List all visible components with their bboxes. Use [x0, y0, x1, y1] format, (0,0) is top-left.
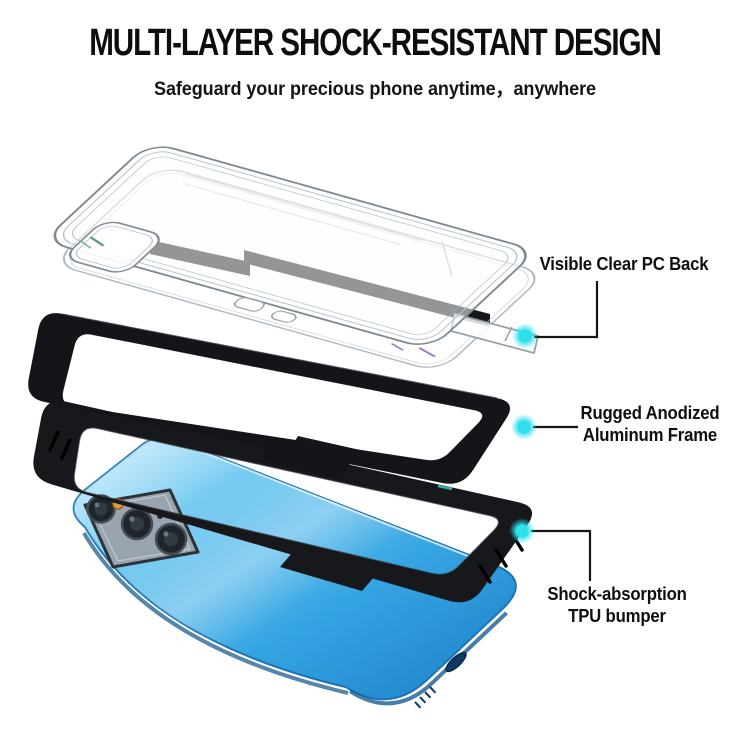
frame-top-highlight: [61, 313, 498, 399]
callout-dot-tpu-bumper: [509, 518, 535, 544]
speaker-slits: [414, 686, 437, 709]
camera-lens: [120, 507, 154, 541]
reflection-highlights: [80, 173, 453, 358]
camera-lens: [86, 494, 116, 524]
callout-label-tpu-bumper: Shock-absorption TPU bumper: [547, 584, 687, 627]
callout-dot-pc-back: [512, 323, 538, 349]
callout-label-pc-back: Visible Clear PC Back: [540, 254, 709, 276]
callout-label-line: Shock-absorption: [547, 584, 687, 604]
phone-bottom-edge-shade: [82, 531, 349, 695]
camera-module-inner-rim: [91, 494, 191, 562]
clear-back-face: [53, 146, 527, 345]
clear-back-rim-1: [62, 151, 518, 340]
frame-teal-glint: [437, 484, 453, 491]
usb-port: [445, 651, 467, 673]
bumper-bottom-step: [280, 553, 374, 591]
camera-lens: [154, 522, 188, 556]
clear-back-wall-notch: [504, 326, 513, 342]
page-title: MULTI-LAYER SHOCK-RESISTANT DESIGN: [89, 22, 662, 64]
camera-module: [83, 488, 200, 569]
callout-label-aluminum-frame: Rugged Anodized Aluminum Frame: [581, 403, 720, 446]
clear-back-rim-2: [72, 156, 509, 335]
camera-cutout: [69, 221, 160, 273]
bumper-ring: [33, 400, 533, 603]
callout-lines: [531, 281, 599, 581]
phone-top-edge-highlight: [179, 442, 497, 568]
callout-line-tpu-bumper: [531, 529, 592, 581]
frame-ring: [28, 313, 510, 484]
callout-dot-aluminum-frame: [511, 414, 537, 440]
callout-label-line: Rugged Anodized: [580, 403, 720, 423]
clear-pc-back-layer: [53, 146, 527, 358]
bumper-inner-highlight: [73, 427, 500, 575]
phone-right-edge-shade: [348, 611, 508, 706]
callout-line-pc-back: [534, 281, 599, 339]
callout-label-line: Visible Clear PC Back: [539, 254, 709, 274]
clear-back-tabs: [233, 297, 297, 323]
callout-label-line: TPU bumper: [568, 605, 666, 626]
page-subtitle: Safeguard your precious phone anytime，an…: [154, 79, 596, 100]
callout-label-line: Aluminum Frame: [582, 424, 718, 445]
frame-bottom-step: [258, 447, 350, 478]
